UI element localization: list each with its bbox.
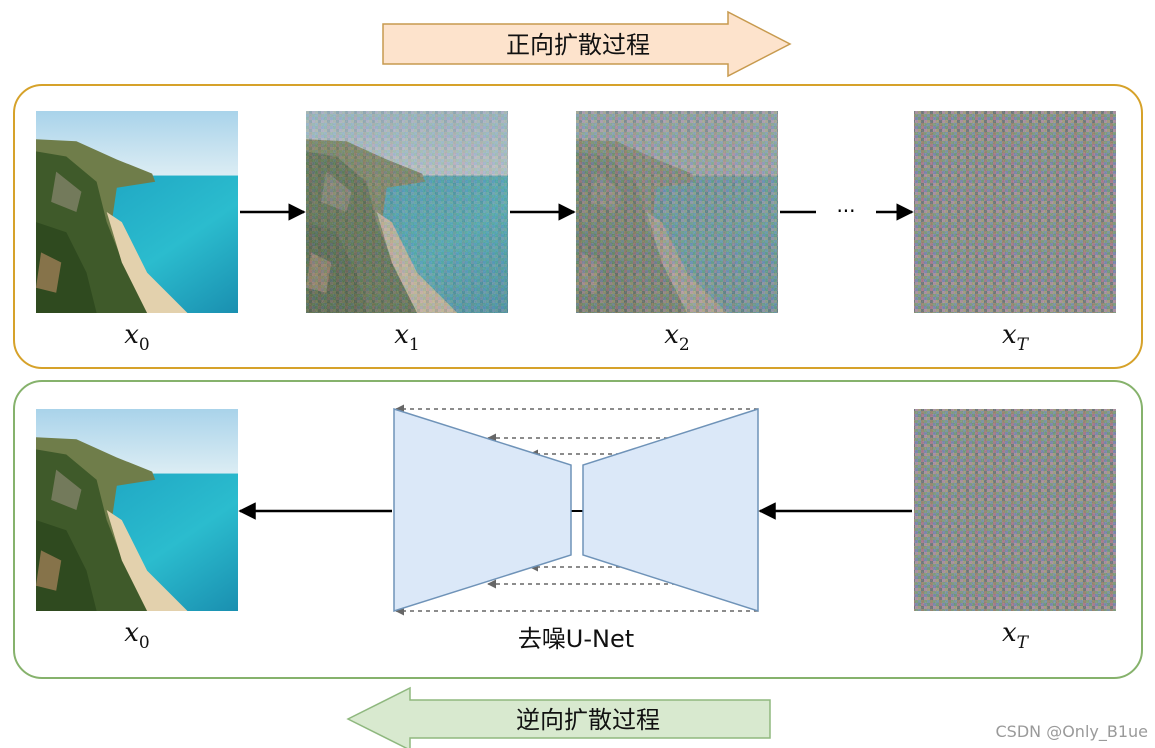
forward-image-x0	[36, 111, 238, 313]
reverse-input-image-xT	[914, 409, 1116, 611]
forward-image-xT	[914, 111, 1116, 313]
forward-ellipsis: ···	[836, 199, 855, 223]
watermark: CSDN @Only_B1ue	[996, 722, 1149, 742]
label-x2: x2	[664, 320, 690, 355]
label-x0-forward: x0	[124, 320, 150, 355]
unet-skip-connections	[395, 404, 758, 616]
forward-image-x1	[306, 111, 508, 313]
forward-diffusion-panel: ··· x0 x1 x2 xT	[13, 84, 1143, 369]
forward-image-x2	[576, 111, 778, 313]
reverse-process-label: 逆向扩散过程	[516, 706, 660, 734]
forward-process-label: 正向扩散过程	[506, 31, 650, 59]
label-x0-reverse: x0	[124, 618, 150, 653]
unet-label: 去噪U-Net	[518, 625, 634, 653]
reverse-process-banner: 逆向扩散过程	[346, 686, 771, 748]
label-x1: x1	[394, 320, 420, 355]
label-xT-reverse: xT	[1002, 618, 1030, 653]
forward-process-banner: 正向扩散过程	[382, 10, 792, 78]
label-xT-forward: xT	[1002, 320, 1030, 355]
reverse-diffusion-panel: 去噪U-Net x0 xT	[13, 380, 1143, 679]
reverse-output-image-x0	[36, 409, 238, 611]
denoise-unet	[393, 407, 759, 613]
